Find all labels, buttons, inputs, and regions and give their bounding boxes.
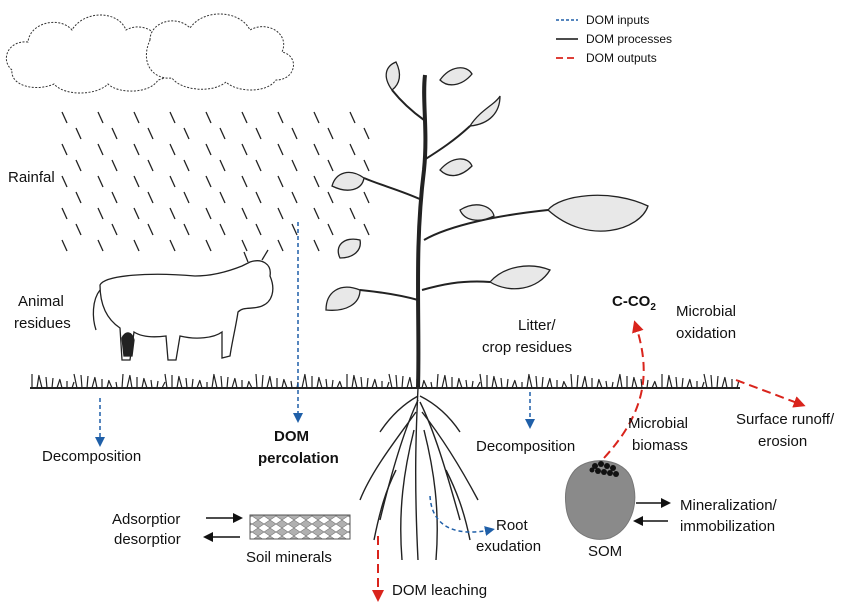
legend-outputs-label: DOM outputs <box>586 51 657 65</box>
legend: DOM inputs DOM processes DOM outputs <box>556 13 672 65</box>
rain-streaks <box>61 111 370 252</box>
plant-illustration <box>325 61 649 389</box>
mineralization-label-line2: immobilization <box>680 518 775 535</box>
animal-residues-label-line2: residues <box>14 315 71 332</box>
root-exudation-arrow <box>429 495 495 536</box>
animal-residues-label-line1: Animal <box>18 293 64 310</box>
litter-label-line2: crop residues <box>482 339 572 356</box>
surface-runoff-label-line2: erosion <box>758 433 807 450</box>
microbial-oxidation-label-line1: Microbial <box>676 303 736 320</box>
dom-percolation-label-line1: DOM <box>274 428 309 445</box>
dom-leaching-label: DOM leaching <box>392 582 487 599</box>
decomposition-left-label: Decomposition <box>42 448 141 465</box>
microbial-biomass-dots <box>589 461 619 477</box>
som-label: SOM <box>588 543 622 560</box>
microbial-oxidation-arrow <box>603 320 645 459</box>
soil-minerals-graphic <box>249 514 351 540</box>
root-system <box>359 387 479 561</box>
legend-processes-label: DOM processes <box>586 32 672 46</box>
desorption-label: desorptior <box>114 531 181 548</box>
microbial-oxidation-label-line2: oxidation <box>676 325 736 342</box>
adsorption-label: Adsorptior <box>112 511 180 528</box>
soil-minerals-label: Soil minerals <box>246 549 332 566</box>
surface-runoff-label-line1: Surface runoff/ <box>736 411 835 428</box>
microbial-biomass-label-line2: biomass <box>632 437 688 454</box>
legend-inputs-label: DOM inputs <box>586 13 649 27</box>
cow-illustration <box>92 249 274 361</box>
litter-label-line1: Litter/ <box>518 317 556 334</box>
surface-runoff-arrow <box>735 379 806 408</box>
decomposition-mid-label: Decomposition <box>476 438 575 455</box>
cloud-illustration <box>6 13 294 94</box>
mineralization-label-line1: Mineralization/ <box>680 497 778 514</box>
cco2-label: C-CO2 <box>612 293 656 313</box>
ground-surface <box>30 373 740 389</box>
root-exudation-label-line2: exudation <box>476 538 541 555</box>
rainfall-label: Rainfal <box>8 169 55 186</box>
root-exudation-label-line1: Root <box>496 517 529 534</box>
microbial-biomass-label-line1: Microbial <box>628 415 688 432</box>
dom-percolation-label-line2: percolation <box>258 450 339 467</box>
som-graphic <box>565 460 636 540</box>
